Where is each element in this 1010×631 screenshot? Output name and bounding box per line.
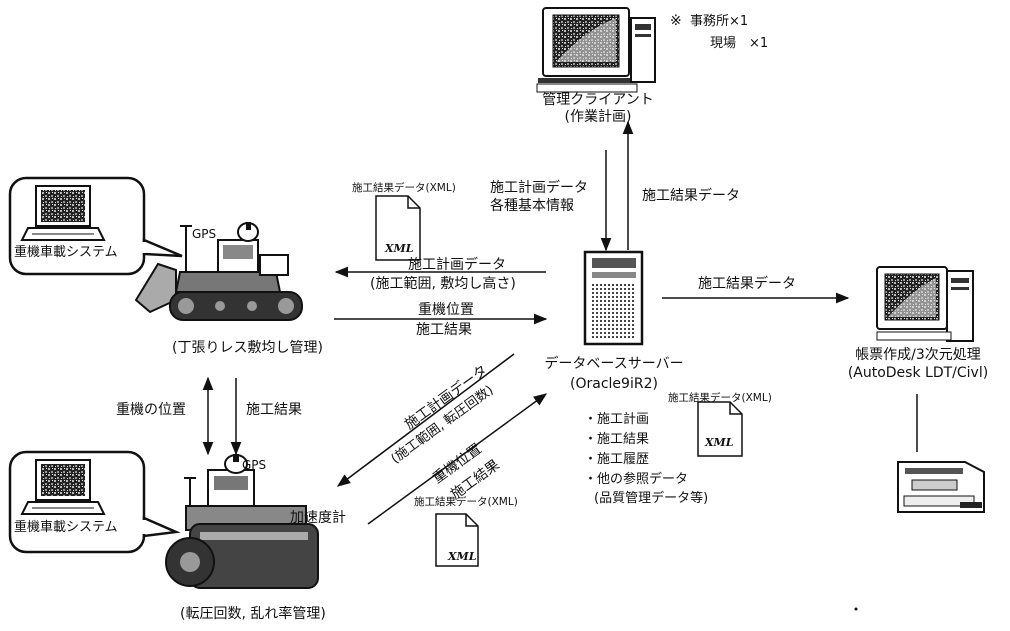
vertical-right-label: 施工結果 xyxy=(246,402,302,418)
server-to-dozer-label-2: (施工範囲, 敷均し高さ) xyxy=(370,276,516,292)
roller-gps-label: GPS xyxy=(242,458,267,472)
client-label: 管理クライアント xyxy=(542,92,654,108)
server-to-report-label: 施工結果データ xyxy=(698,276,796,292)
note-mark: ※ xyxy=(670,13,682,29)
db-item-4: ・他の参照データ xyxy=(584,472,689,487)
laptop-icon-bottom xyxy=(20,459,106,515)
printer-icon xyxy=(897,394,985,513)
onboard-label-top: 重機車載システム xyxy=(14,245,118,260)
roller-caption: (転圧回数, 乱れ率管理) xyxy=(180,606,326,622)
dozer-to-server-label-1: 重機位置 xyxy=(418,302,474,318)
db-item-3: ・施工履歴 xyxy=(584,452,650,467)
onboard-label-bottom: 重機車載システム xyxy=(14,520,118,535)
db-item-2: ・施工結果 xyxy=(584,432,650,447)
report-label: 帳票作成/3次元処理 xyxy=(855,347,981,363)
client-down-label-2: 各種基本情報 xyxy=(490,198,574,214)
xml-label-1: 施工結果データ(XML) xyxy=(352,182,456,194)
xml-document-icon-2 xyxy=(697,401,743,457)
accelerometer-label: 加速度計 xyxy=(290,510,346,526)
laptop-icon-top xyxy=(20,185,106,241)
database-server-icon xyxy=(583,250,644,346)
dozer-to-server-label-2: 施工結果 xyxy=(416,322,472,338)
xml-document-icon-3 xyxy=(435,513,479,567)
vertical-left-label: 重機の位置 xyxy=(116,402,186,418)
arrow-roller-to-server xyxy=(367,393,548,525)
xml-doc-text-1: XML xyxy=(385,242,414,255)
xml-label-3: 施工結果データ(XML) xyxy=(414,496,518,508)
client-sublabel: (作業計画) xyxy=(564,109,632,125)
stray-dot xyxy=(854,607,858,611)
db-item-1: ・施工計画 xyxy=(584,412,650,427)
xml-label-2: 施工結果データ(XML) xyxy=(668,392,772,404)
xml-document-icon-1 xyxy=(375,195,421,261)
report-sublabel: (AutoDesk LDT/Civl) xyxy=(847,365,989,381)
bulldozer-icon xyxy=(134,222,303,321)
client-computer-icon xyxy=(536,7,656,93)
server-label: データベースサーバー xyxy=(544,356,684,372)
arrow-server-to-roller xyxy=(336,353,515,487)
dozer-caption: (丁張りレス敷均し管理) xyxy=(172,340,323,356)
server-to-dozer-label-1: 施工計画データ xyxy=(408,257,506,273)
note-line-2: 現場 ×1 xyxy=(710,36,769,51)
roller-icon xyxy=(165,454,319,589)
client-down-label-1: 施工計画データ xyxy=(490,180,588,196)
client-up-label: 施工結果データ xyxy=(642,188,740,204)
report-computer-icon xyxy=(876,266,974,342)
dozer-gps-label: GPS xyxy=(192,227,217,241)
xml-doc-text-3: XML xyxy=(448,550,477,563)
note-line-1: 事務所×1 xyxy=(690,14,749,29)
arrows xyxy=(202,120,850,525)
xml-doc-text-2: XML xyxy=(705,436,734,449)
db-item-sub: (品質管理データ等) xyxy=(594,491,709,506)
server-sublabel: (Oracle9iR2) xyxy=(570,376,658,392)
